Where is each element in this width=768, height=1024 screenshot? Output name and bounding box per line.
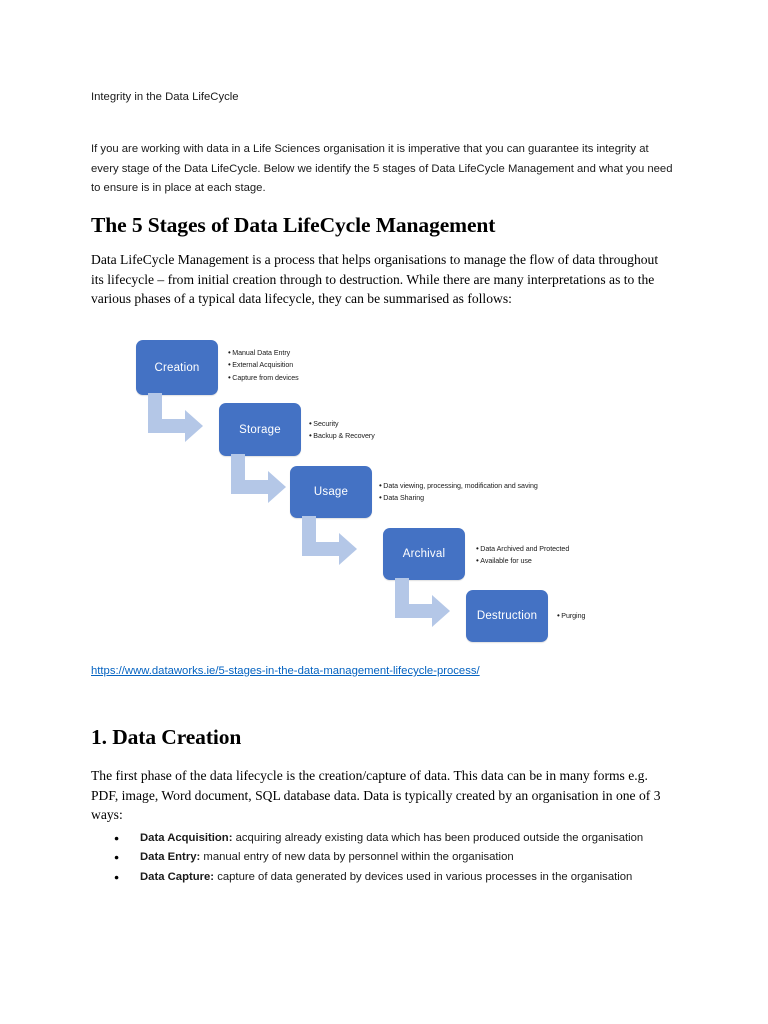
diagram-stage-label-storage: Storage bbox=[239, 423, 281, 436]
list-item: Data Capture: capture of data generated … bbox=[111, 868, 676, 888]
diagram-stage-box-creation[interactable]: Creation bbox=[136, 340, 218, 395]
creation-methods-list: Data Acquisition: acquiring already exis… bbox=[111, 829, 676, 888]
section-heading-five-stages: The 5 Stages of Data LifeCycle Managemen… bbox=[91, 213, 496, 237]
diagram-stage-box-usage[interactable]: Usage bbox=[290, 466, 372, 518]
diagram-bullet-item: Backup & Recovery bbox=[309, 430, 375, 442]
diagram-stage-label-usage: Usage bbox=[313, 486, 349, 498]
diagram-bullet-item: Purging bbox=[557, 610, 585, 622]
diagram-bullet-item: Available for use bbox=[476, 555, 569, 567]
list-item: Data Entry: manual entry of new data by … bbox=[111, 848, 676, 868]
diagram-bullet-item: Security bbox=[309, 418, 375, 430]
diagram-stage-label-destruction: Destruction bbox=[476, 610, 538, 622]
list-item-text: manual entry of new data by personnel wi… bbox=[200, 851, 514, 864]
diagram-arrow-storage-to-usage bbox=[231, 454, 286, 503]
list-item-text: capture of data generated by devices use… bbox=[214, 870, 633, 883]
list-item-text: acquiring already existing data which ha… bbox=[232, 832, 644, 844]
diagram-arrow-usage-to-archival bbox=[302, 516, 357, 565]
diagram-stage-label-creation: Creation bbox=[154, 361, 200, 374]
diagram-bullet-item: Data Sharing bbox=[379, 492, 538, 504]
intro-paragraph: If you are working with data in a Life S… bbox=[91, 143, 673, 194]
diagram-bullet-item: Data viewing, processing, modification a… bbox=[379, 480, 538, 492]
diagram-stage-box-archival[interactable]: Archival bbox=[383, 528, 465, 580]
list-item-lead: Data Capture: bbox=[140, 870, 215, 883]
page-title: Integrity in the Data LifeCycle bbox=[91, 91, 239, 103]
diagram-arrow-archival-to-destruction bbox=[395, 578, 450, 627]
diagram-stage-box-storage[interactable]: Storage bbox=[219, 403, 301, 456]
diagram-bullets-destruction: Purging bbox=[557, 610, 585, 622]
diagram-bullets-archival: Data Archived and Protected Available fo… bbox=[476, 543, 569, 568]
diagram-bullets-creation: Manual Data Entry External Acquisition C… bbox=[228, 347, 299, 384]
diagram-arrow-creation-to-storage bbox=[148, 393, 203, 442]
diagram-bullet-item: Manual Data Entry bbox=[228, 347, 299, 359]
diagram-bullet-item: Capture from devices bbox=[228, 372, 298, 384]
diagram-stage-label-archival: Archival bbox=[402, 548, 446, 560]
section-heading-data-creation: 1. Data Creation bbox=[91, 725, 242, 749]
list-item-lead: Data Entry: bbox=[140, 851, 201, 864]
stages-description-paragraph: Data LifeCycle Management is a process t… bbox=[91, 252, 659, 307]
diagram-bullet-item: External Acquisition bbox=[228, 359, 299, 371]
diagram-bullets-usage: Data viewing, processing, modification a… bbox=[379, 480, 538, 505]
diagram-bullet-item: Data Archived and Protected bbox=[476, 543, 569, 555]
diagram-stage-box-destruction[interactable]: Destruction bbox=[466, 590, 548, 642]
diagram-bullets-storage: Security Backup & Recovery bbox=[309, 418, 375, 443]
creation-description-paragraph: The first phase of the data lifecycle is… bbox=[91, 768, 661, 823]
source-url-link[interactable]: https://www.dataworks.ie/5-stages-in-the… bbox=[91, 665, 480, 677]
list-item-lead: Data Acquisition: bbox=[140, 832, 233, 844]
list-item: Data Acquisition: acquiring already exis… bbox=[111, 829, 676, 849]
